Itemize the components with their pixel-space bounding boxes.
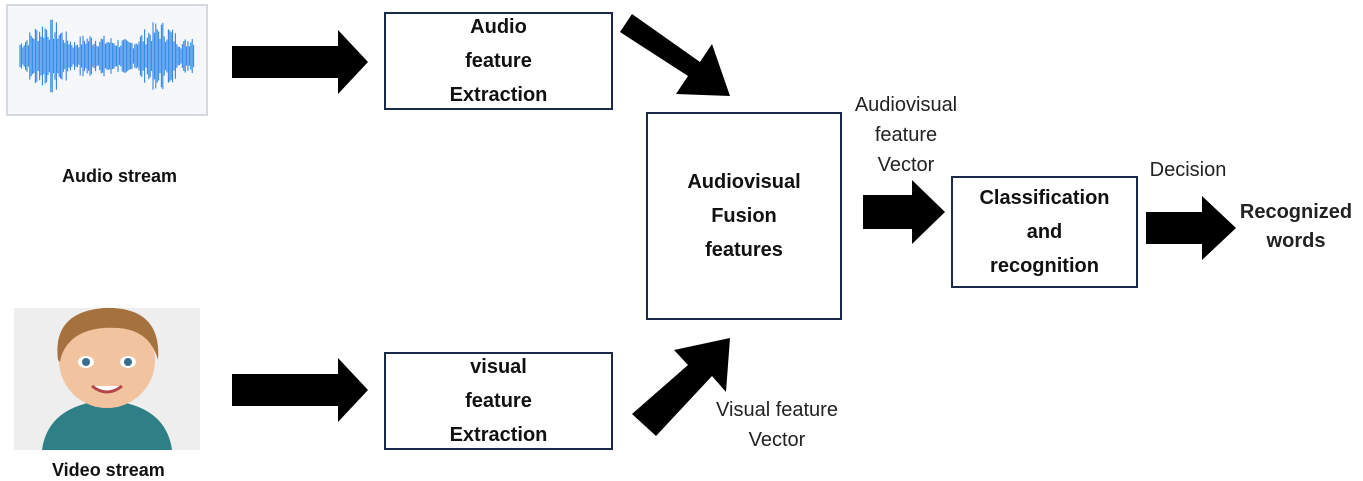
box-line: features [705, 239, 783, 261]
audio-feature-extraction-box: Audio feature Extraction [384, 12, 613, 110]
audio-stream-label: Audio stream [62, 166, 178, 186]
box-line: Audiovisual [687, 171, 801, 193]
label-line: Vector [748, 429, 806, 451]
arrow-fusion-to-classification [863, 180, 945, 244]
box-line: Fusion [711, 205, 777, 227]
recognized-words-output: Recognized words [1230, 198, 1362, 256]
arrow-classification-to-output [1146, 196, 1236, 260]
box-line: visual [470, 356, 527, 378]
box-line: Classification [979, 187, 1110, 209]
box-line: recognition [990, 255, 1099, 277]
box-line: Extraction [449, 424, 548, 446]
visual-feature-extraction-box: visual feature Extraction [384, 352, 613, 450]
audiovisual-fusion-box: Audiovisual Fusion features [646, 112, 842, 320]
arrow-audio-extraction-to-fusion [620, 14, 730, 96]
box-line: feature [465, 50, 532, 72]
decision-label: Decision [1149, 159, 1227, 181]
face-avatar-icon [14, 307, 200, 450]
arrow-audio-to-extraction [232, 30, 368, 94]
classification-recognition-box: Classification and recognition [951, 176, 1138, 288]
label-line: Recognized [1239, 201, 1353, 223]
box-line: Audio [470, 16, 527, 38]
box-line: Extraction [449, 84, 548, 106]
label-line: Audiovisual [854, 94, 958, 116]
label-line: Visual feature [716, 399, 838, 421]
video-stream-label: Video stream [52, 460, 165, 480]
audiovisual-feature-vector-label: Audiovisual feature Vector [836, 90, 976, 180]
box-line: and [1026, 221, 1063, 243]
box-line: feature [465, 390, 532, 412]
arrow-visual-extraction-to-fusion [632, 338, 730, 436]
label-line: feature [874, 124, 938, 146]
visual-feature-vector-label: Visual feature Vector [694, 395, 860, 455]
label-line: words [1266, 230, 1326, 252]
label-line: Vector [877, 154, 935, 176]
audio-waveform-icon [6, 4, 208, 116]
arrow-video-to-extraction [232, 358, 368, 422]
